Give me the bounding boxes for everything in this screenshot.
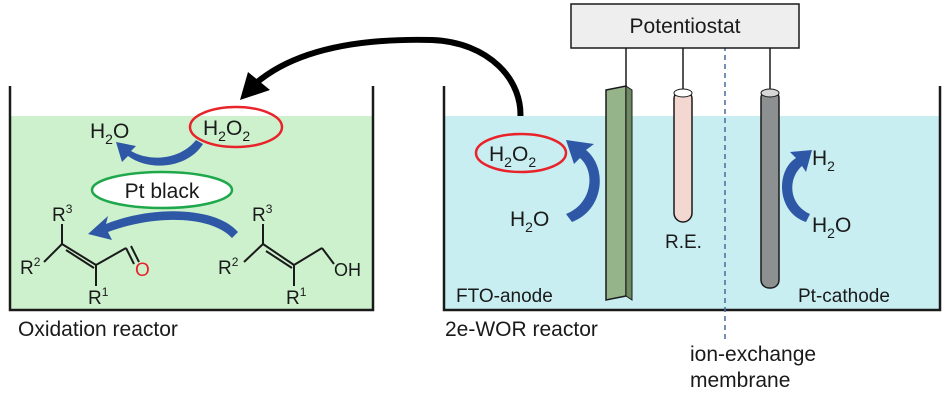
aldehyde-oxygen: O — [135, 260, 150, 281]
wor-reactor: H2O2 H2O H2 H2O R.E. FTO-anode Pt-cathod… — [442, 46, 942, 342]
oxidation-water-label: H2O — [90, 120, 129, 147]
alcohol-r1: R1 — [286, 285, 307, 309]
aldehyde-r3: R3 — [52, 202, 73, 226]
alcohol-r2: R2 — [218, 255, 239, 279]
oxidation-substrate-arrow — [88, 211, 238, 240]
membrane-label-line1: ion-exchange — [690, 343, 817, 366]
pt-cathode-label: Pt-cathode — [798, 286, 890, 307]
wor-peroxide-ring — [474, 132, 568, 174]
oxidation-peroxide-ring — [188, 105, 284, 149]
fto-anode — [605, 85, 627, 301]
wor-reactor-caption: 2e-WOR reactor — [445, 318, 598, 341]
cathode-water-label: H2O — [812, 214, 851, 241]
reference-electrode-top — [673, 88, 693, 98]
alcohol-r3: R3 — [252, 202, 273, 226]
transfer-arrow — [252, 36, 524, 125]
pt-black-ring — [90, 170, 234, 210]
aldehyde-structure — [43, 224, 140, 286]
oxidation-reactor-caption: Oxidation reactor — [18, 318, 178, 341]
potentiostat-label: Potentiostat — [630, 15, 741, 38]
anode-water-label: H2O — [510, 208, 549, 235]
aldehyde-r2: R2 — [20, 255, 41, 279]
pt-cathode-top — [760, 88, 780, 98]
pt-cathode — [760, 89, 780, 289]
oxidation-peroxide-label: H2O2 — [203, 117, 250, 144]
alcohol-oh: OH — [334, 260, 361, 280]
oxidation-reactor: H2O H2O2 Pt black R3 R2 — [8, 86, 375, 312]
wor-peroxide-label: H2O2 — [489, 143, 536, 170]
pt-black-label: Pt black — [125, 180, 200, 203]
transfer-arrow-head — [240, 72, 270, 100]
anode-reaction-arrow — [566, 140, 600, 222]
fto-anode-label: FTO-anode — [456, 286, 553, 307]
aldehyde-r1: R1 — [88, 285, 109, 309]
potentiostat-box — [570, 3, 800, 49]
membrane-label-line2: membrane — [690, 369, 791, 392]
wor-beaker-wall — [442, 86, 942, 312]
fto-anode-edge — [625, 85, 633, 301]
alcohol-structure — [243, 224, 335, 286]
hydrogen-label: H2 — [812, 147, 835, 174]
oxidation-peroxide-arrow — [116, 140, 203, 166]
reference-electrode — [673, 89, 693, 223]
cathode-reaction-arrow — [782, 150, 812, 222]
oxidation-beaker-wall — [8, 86, 375, 312]
reference-electrode-label: R.E. — [665, 232, 702, 253]
